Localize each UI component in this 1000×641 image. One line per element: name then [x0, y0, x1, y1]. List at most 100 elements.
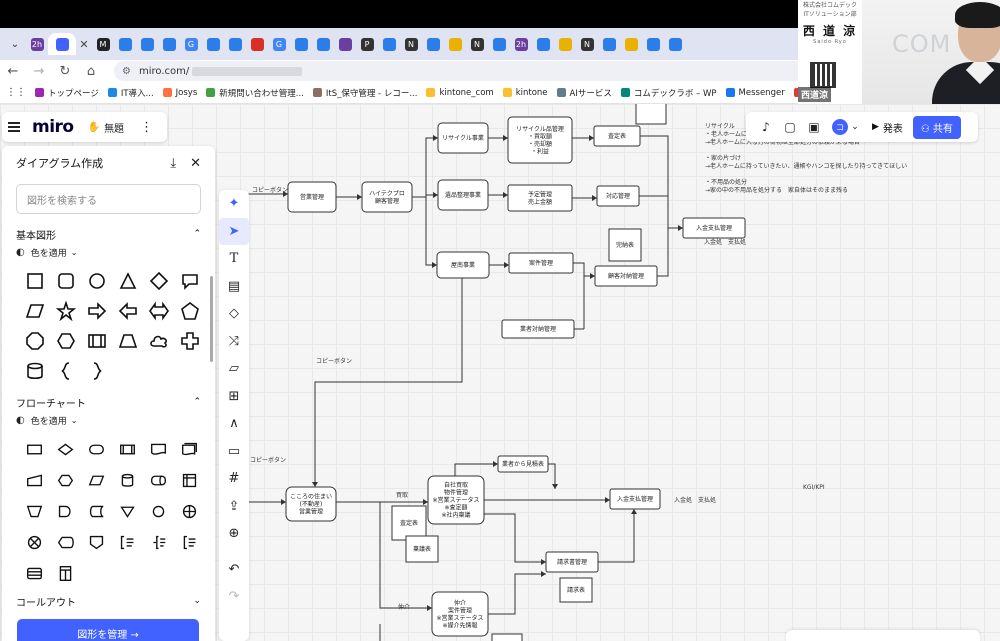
shape-offpage-icon[interactable]: [81, 527, 112, 558]
flow-node-ihin[interactable]: 遺品整理事業: [437, 179, 489, 211]
browser-tab[interactable]: [532, 33, 554, 55]
shape-merge-icon[interactable]: [112, 496, 143, 527]
arrowhead[interactable]: [590, 273, 595, 279]
flow-node-jyosho[interactable]: 屋南事業: [436, 251, 490, 279]
browser-tab[interactable]: [202, 33, 224, 55]
chevron-down-icon[interactable]: ⌄: [193, 596, 201, 606]
arrowhead[interactable]: [541, 571, 546, 577]
flow-node-nyukin2[interactable]: 入金支払管理: [609, 488, 661, 510]
flow-node-eigyo[interactable]: 営業管理: [287, 181, 337, 213]
frame-tool-icon[interactable]: #: [228, 471, 240, 487]
browser-tab[interactable]: [224, 33, 246, 55]
shape-delay-icon[interactable]: [50, 496, 81, 527]
shape-predefined-icon[interactable]: [112, 434, 143, 465]
browser-tab[interactable]: [444, 33, 466, 55]
flowchart-diagram[interactable]: 営業管理ハイテクプロ顧客管理リサイクル事業リサイクル品管理・買取額・売却額・利益…: [0, 104, 1000, 641]
arrowhead[interactable]: [592, 195, 597, 201]
color-apply-basic[interactable]: ◐ 色を適用 ⌄: [2, 244, 215, 260]
arrowhead[interactable]: [433, 135, 438, 141]
shape-cross-icon[interactable]: [174, 326, 205, 356]
browser-tab[interactable]: 2h: [26, 33, 48, 55]
shape-parallelogram-icon[interactable]: [19, 296, 50, 326]
connector-line[interactable]: [572, 262, 595, 277]
miro-logo[interactable]: miro: [32, 117, 74, 137]
avatar[interactable]: コ: [832, 119, 848, 135]
connector-line[interactable]: [454, 463, 498, 476]
browser-tab[interactable]: M: [92, 33, 114, 55]
browser-tab[interactable]: [488, 33, 510, 55]
shape-manual-operation-icon[interactable]: [19, 496, 50, 527]
browser-tab[interactable]: N: [400, 33, 422, 55]
shape-database-icon[interactable]: [112, 465, 143, 496]
shape-summing-junction-icon[interactable]: [174, 496, 205, 527]
shape-cloud-icon[interactable]: [143, 326, 174, 356]
browser-tab[interactable]: [422, 33, 444, 55]
section-flowchart[interactable]: フローチャート ⌃: [2, 392, 215, 412]
flow-node-recycle_mgmt[interactable]: リサイクル品管理・買取額・売却額・利益: [507, 116, 573, 164]
shape-circle-icon[interactable]: [81, 266, 112, 296]
redo-icon[interactable]: ↷: [228, 589, 240, 605]
browser-tab[interactable]: [598, 33, 620, 55]
arrowhead[interactable]: [423, 499, 428, 505]
shape-multi-document-icon[interactable]: [174, 434, 205, 465]
bookmark-item[interactable]: IT導入...: [107, 87, 154, 99]
tab-search-icon[interactable]: ⌄: [10, 38, 20, 50]
browser-tab[interactable]: P: [356, 33, 378, 55]
browser-tab[interactable]: [114, 33, 136, 55]
arrowhead[interactable]: [493, 461, 498, 467]
shape-trapezoid-icon[interactable]: [112, 326, 143, 356]
comments-icon[interactable]: ▢: [784, 120, 796, 134]
shape-arrow-left-icon[interactable]: [112, 296, 143, 326]
browser-tab[interactable]: [136, 33, 158, 55]
shape-card-icon[interactable]: [19, 558, 50, 589]
shape-star-icon[interactable]: [50, 296, 81, 326]
close-icon[interactable]: ✕: [190, 155, 201, 171]
shape-diamond-icon[interactable]: [143, 266, 174, 296]
flow-node-seikyusho[interactable]: 請求表: [559, 577, 593, 603]
arrowhead[interactable]: [605, 497, 610, 503]
flow-node-seikyu[interactable]: 請求書管理: [545, 551, 599, 573]
browser-tab[interactable]: [158, 33, 180, 55]
select-cursor-icon[interactable]: ➤: [219, 217, 249, 245]
browser-tab[interactable]: [48, 33, 76, 55]
browser-tab[interactable]: 2h: [510, 33, 532, 55]
browser-tab[interactable]: [642, 33, 664, 55]
shape-data-parallelogram-icon[interactable]: [81, 465, 112, 496]
shapes-tool-icon[interactable]: ◇: [229, 306, 239, 322]
partial-node[interactable]: [491, 633, 523, 641]
arrowhead[interactable]: [432, 262, 437, 268]
bookmark-item[interactable]: ItS_保守管理 - レコー...: [312, 87, 417, 99]
browser-tab[interactable]: N: [466, 33, 488, 55]
bookmark-item[interactable]: Messenger: [725, 88, 785, 98]
arrowhead[interactable]: [283, 191, 288, 197]
shape-pentagon-icon[interactable]: [174, 296, 205, 326]
download-icon[interactable]: ⤓: [170, 155, 177, 171]
shape-stored-data-icon[interactable]: [81, 496, 112, 527]
video-call-icon[interactable]: ▣: [808, 120, 820, 134]
text-tool-icon[interactable]: T: [229, 251, 239, 267]
browser-tab[interactable]: N: [576, 33, 598, 55]
zoom-controls[interactable]: [786, 630, 980, 641]
bookmark-item[interactable]: kintone: [502, 88, 548, 98]
shape-brace-right-icon[interactable]: [81, 356, 112, 386]
arrowhead[interactable]: [312, 482, 318, 487]
arrowhead[interactable]: [281, 499, 286, 505]
connector-line[interactable]: [425, 197, 437, 266]
arrowhead[interactable]: [503, 135, 508, 141]
partial-node[interactable]: [635, 104, 667, 125]
arrowhead[interactable]: [427, 605, 432, 611]
comment-tool-icon[interactable]: ▭: [227, 443, 241, 459]
table-tool-icon[interactable]: ▤: [227, 278, 241, 294]
back-icon[interactable]: ←: [7, 63, 19, 79]
shape-terminator-icon[interactable]: [81, 434, 112, 465]
flow-node-kokyaku[interactable]: 顧客対納管理: [594, 265, 658, 287]
add-more-icon[interactable]: ⊕: [228, 526, 240, 542]
shape-display-icon[interactable]: [50, 527, 81, 558]
color-apply-flow[interactable]: ◐ 色を適用 ⌄: [2, 412, 215, 428]
home-icon[interactable]: ⌂: [86, 63, 96, 79]
undo-icon[interactable]: ↶: [228, 561, 240, 577]
flow-node-gyosha[interactable]: 業者対納管理: [501, 319, 575, 339]
